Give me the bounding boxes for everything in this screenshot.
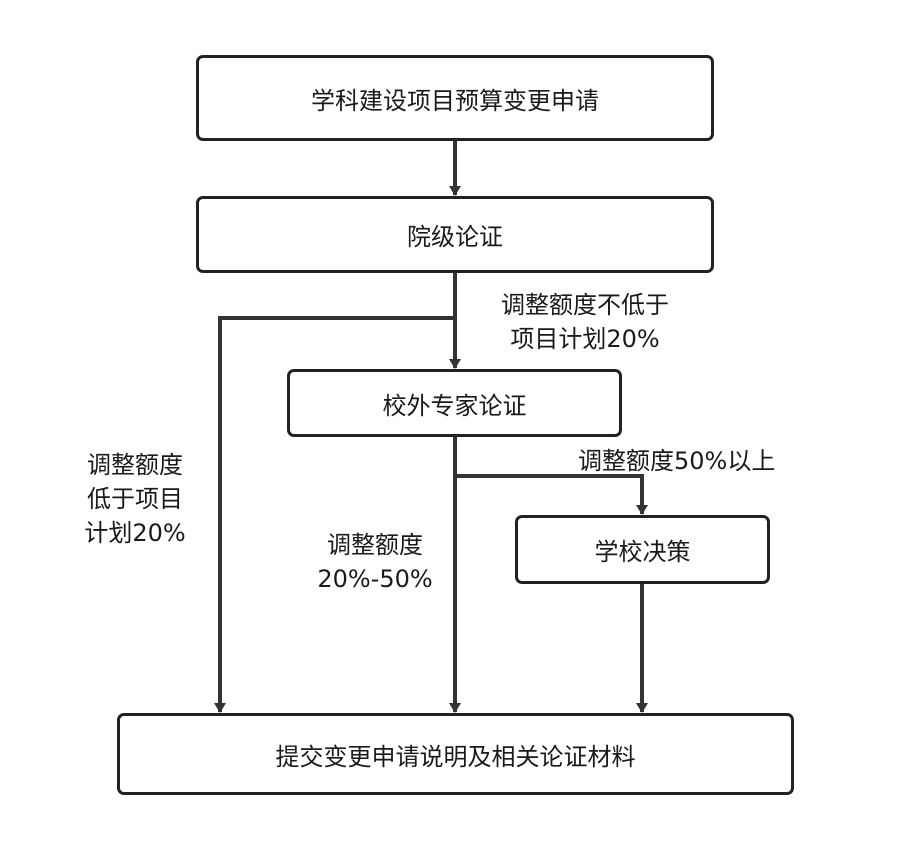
label-not-below-20-line-1: 调整额度不低于	[501, 291, 669, 319]
label-20-50-line-2: 20%-50%	[317, 565, 433, 593]
arrow-expert-to-school	[455, 474, 648, 515]
label-below-20-line-3: 计划20%	[84, 519, 186, 547]
label-above-50-text: 调整额度50%以上	[578, 447, 776, 475]
label-20-50: 调整额度 20%-50%	[300, 528, 450, 596]
label-above-50: 调整额度50%以上	[578, 444, 818, 478]
node-school: 学校决策	[515, 515, 770, 584]
node-college: 院级论证	[196, 196, 714, 273]
node-submit-label: 提交变更申请说明及相关论证材料	[275, 742, 636, 771]
label-below-20: 调整额度 低于项目 计划20%	[60, 448, 210, 550]
node-submit: 提交变更申请说明及相关论证材料	[117, 713, 794, 795]
arrow-college-to-submit	[214, 316, 455, 713]
node-expert: 校外专家论证	[287, 369, 622, 437]
node-apply: 学科建设项目预算变更申请	[196, 55, 714, 141]
label-20-50-line-1: 调整额度	[327, 531, 423, 559]
label-not-below-20-line-2: 项目计划20%	[510, 325, 660, 353]
node-expert-label: 校外专家论证	[382, 391, 527, 420]
node-school-label: 学校决策	[594, 538, 691, 566]
label-not-below-20: 调整额度不低于 项目计划20%	[470, 288, 700, 356]
label-below-20-line-1: 调整额度	[87, 451, 183, 479]
node-apply-label: 学科建设项目预算变更申请	[311, 86, 599, 115]
node-college-label: 院级论证	[407, 223, 503, 251]
label-below-20-line-2: 低于项目	[87, 485, 183, 513]
